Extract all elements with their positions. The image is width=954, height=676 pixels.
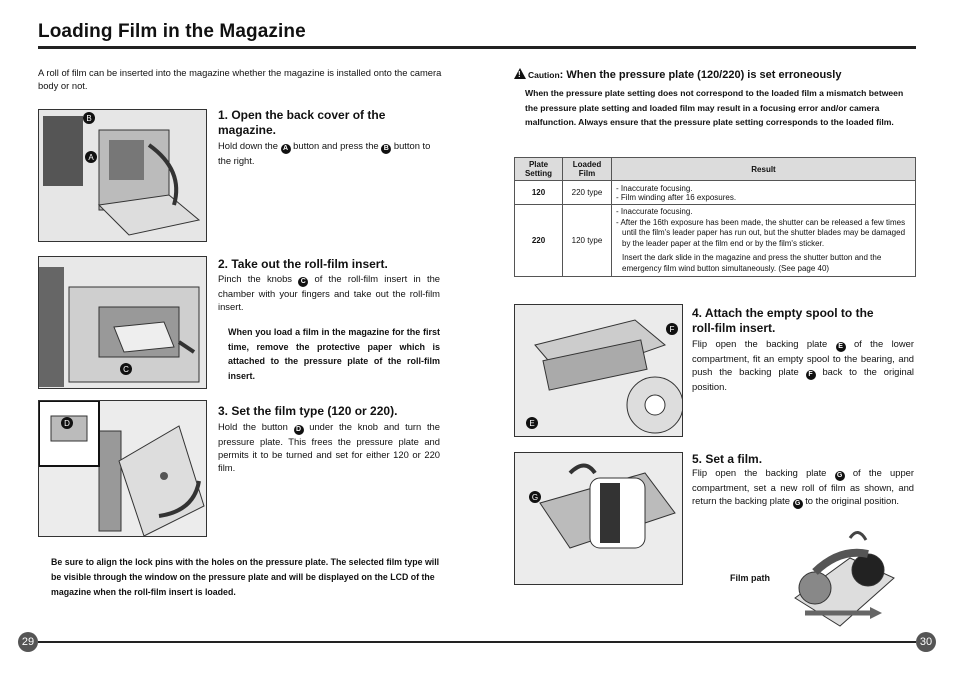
lock-pins-note: Be sure to align the lock pins with the … xyxy=(51,557,440,597)
backing-plate-g-icon: G xyxy=(834,471,845,481)
label-c: C xyxy=(123,365,129,374)
table-header: Loaded Film xyxy=(562,157,612,181)
figure-open-back-cover: B A xyxy=(38,109,207,242)
button-d-icon: D xyxy=(293,425,304,435)
label-d: D xyxy=(64,419,70,428)
label-e: E xyxy=(529,419,534,428)
step5-heading: 5. Set a film. xyxy=(692,452,763,466)
table-header: Plate Setting xyxy=(514,157,563,181)
label-a: A xyxy=(88,153,94,162)
bottom-divider xyxy=(38,641,916,643)
film-path-label: Film path xyxy=(730,573,770,583)
page-title: Loading Film in the Magazine xyxy=(38,21,306,42)
table-row: 120 220 type - Inaccurate focusing. - Fi… xyxy=(514,180,916,205)
step1-heading-line1: 1. Open the back cover of the xyxy=(218,108,386,122)
warning-icon: ! xyxy=(514,68,526,79)
backing-plate-e-icon: E xyxy=(835,342,846,352)
caution-text: When the pressure plate setting does not… xyxy=(525,88,904,127)
step2-heading: 2. Take out the roll-film insert. xyxy=(218,257,388,271)
step1-text: Hold down the A button and press the B b… xyxy=(218,140,431,166)
step5-text: Flip open the backing plate G of the upp… xyxy=(692,467,915,509)
backing-plate-f-icon: F xyxy=(805,370,816,380)
step1-heading-line2: magazine. xyxy=(218,123,277,137)
step2-note: When you load a film in the magazine for… xyxy=(228,327,440,381)
film-path-illustration xyxy=(790,518,896,630)
label-b: B xyxy=(86,114,91,123)
intro-text: A roll of film can be inserted into the … xyxy=(38,67,442,91)
step4-heading-line1: 4. Attach the empty spool to the xyxy=(692,306,874,320)
step3-heading: 3. Set the film type (120 or 220). xyxy=(218,404,398,418)
result-table: Plate Setting Loaded Film Result 120 220… xyxy=(514,157,916,277)
backing-plate-g-icon: G xyxy=(792,499,803,509)
caution-heading: !Caution: When the pressure plate (120/2… xyxy=(514,68,924,81)
button-b-icon: B xyxy=(381,144,392,154)
figure-set-film: G xyxy=(514,452,683,585)
title-divider xyxy=(38,46,916,49)
step4-text: Flip open the backing plate E of the low… xyxy=(692,338,914,392)
label-f: F xyxy=(670,325,675,334)
page-number-left: 29 xyxy=(18,632,38,652)
page-number-right: 30 xyxy=(916,632,936,652)
button-a-icon: A xyxy=(280,144,291,154)
knob-c-icon: C xyxy=(298,277,309,287)
table-row: 220 120 type - Inaccurate focusing. - Af… xyxy=(514,204,916,277)
step3-text: Hold the button D under the knob and tur… xyxy=(218,421,440,473)
figure-take-out-insert: C xyxy=(38,256,207,389)
table-header: Result xyxy=(611,157,916,181)
label-g: G xyxy=(532,493,538,502)
figure-attach-spool: F E xyxy=(514,304,683,437)
figure-set-film-type: D xyxy=(38,400,207,537)
step4-heading-line2: roll-film insert. xyxy=(692,321,776,335)
step2-text: Pinch the knobs C of the roll-film inser… xyxy=(218,273,440,312)
